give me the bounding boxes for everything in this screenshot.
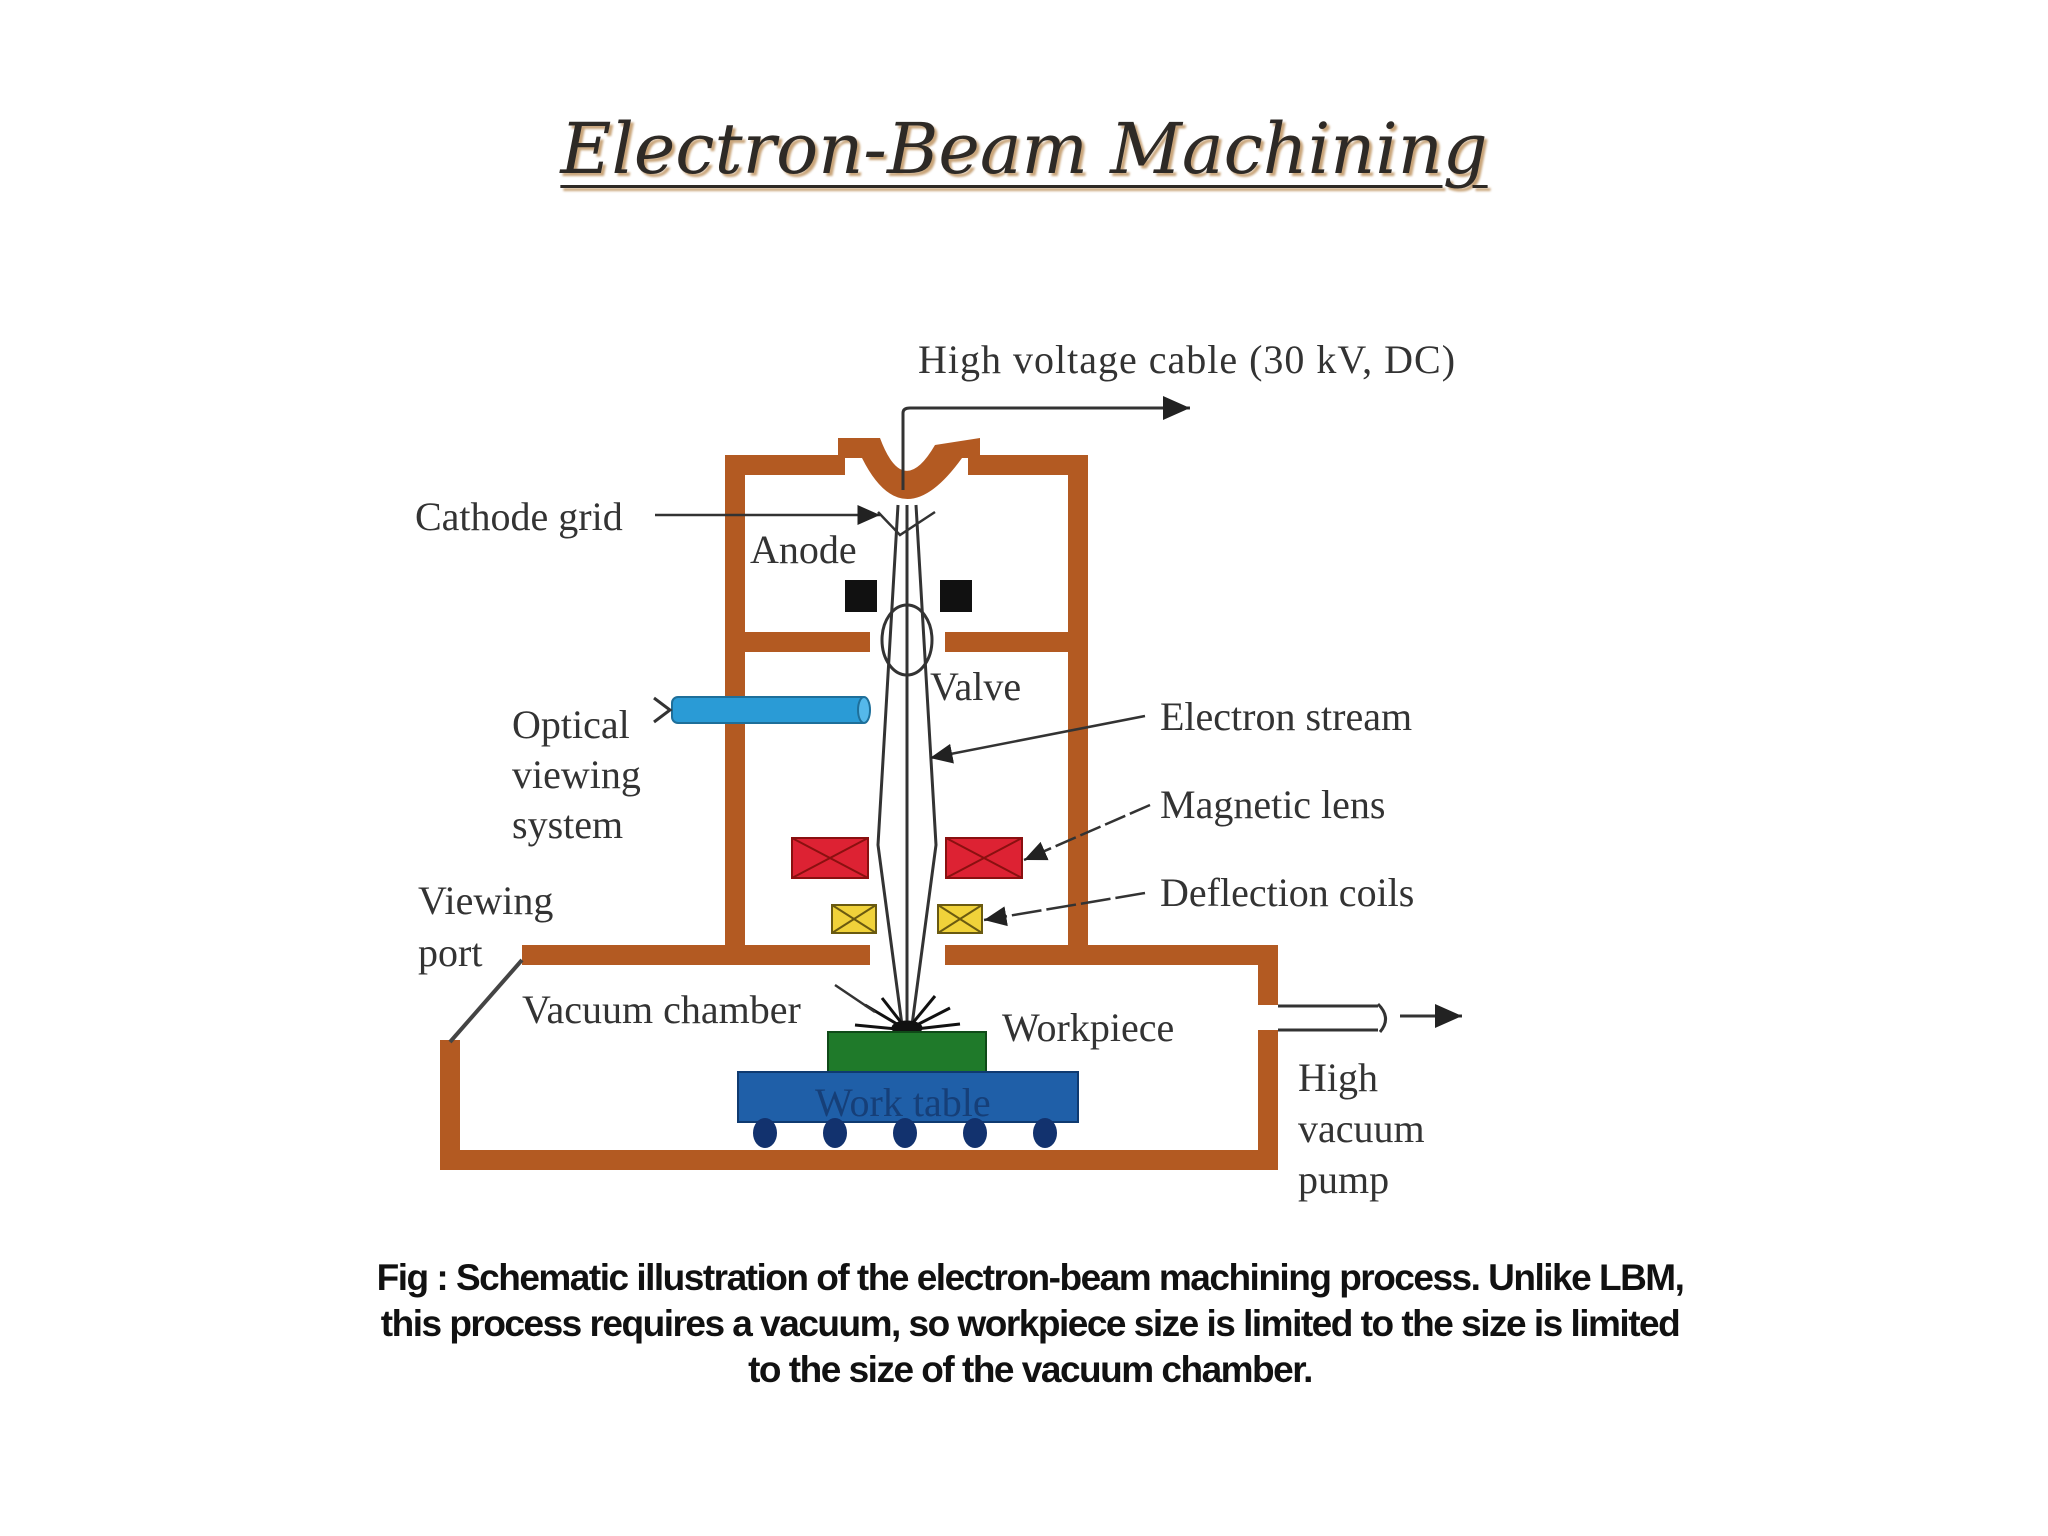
label-viewing-port-line2: port bbox=[418, 930, 483, 975]
pump-outlet bbox=[1278, 1002, 1462, 1033]
label-viewing-port: Viewing port bbox=[418, 875, 553, 979]
label-valve: Valve bbox=[930, 664, 1022, 709]
label-high-vacuum-pump: High vacuum pump bbox=[1298, 1052, 1425, 1205]
caption-line-2: this process requires a vacuum, so workp… bbox=[380, 1303, 1681, 1344]
label-high: High bbox=[1298, 1055, 1378, 1100]
label-work-table: Work table bbox=[815, 1080, 991, 1125]
work-table-rollers bbox=[753, 1118, 1057, 1148]
optical-viewing-tube bbox=[653, 696, 871, 724]
work-table bbox=[737, 1071, 1079, 1123]
label-vacuum-chamber: Vacuum chamber bbox=[522, 987, 801, 1032]
caption-line-3: to the size of the vacuum chamber. bbox=[748, 1349, 1313, 1390]
label-electron-stream: Electron stream bbox=[1160, 694, 1413, 739]
label-vacuum: vacuum bbox=[1298, 1106, 1425, 1151]
label-deflection-coils: Deflection coils bbox=[1160, 870, 1415, 915]
label-optical: Optical bbox=[512, 702, 630, 747]
magnetic-lens bbox=[791, 837, 1023, 879]
label-pump: pump bbox=[1298, 1157, 1390, 1202]
electron-stream bbox=[876, 504, 938, 1026]
anode-right bbox=[940, 580, 972, 612]
label-viewing: viewing bbox=[512, 752, 641, 797]
vacuum-chamber bbox=[440, 945, 1278, 1170]
anode-left bbox=[845, 580, 877, 612]
cathode-cup bbox=[838, 438, 980, 499]
viewing-port-window bbox=[448, 958, 524, 1044]
diagram-title: Electron-Beam Machining bbox=[560, 108, 1488, 190]
label-cathode-grid: Cathode grid bbox=[415, 494, 623, 539]
leader-lines bbox=[655, 505, 1151, 1014]
high-voltage-cable bbox=[901, 396, 1190, 490]
deflection-coils bbox=[831, 904, 983, 934]
label-anode: Anode bbox=[750, 527, 857, 572]
label-workpiece: Workpiece bbox=[1002, 1005, 1175, 1050]
figure-caption: Fig : Schematic illustration of the elec… bbox=[200, 1255, 1860, 1393]
label-viewing-port-line1: Viewing bbox=[418, 878, 554, 923]
label-optical-viewing-system: Optical viewing system bbox=[512, 700, 641, 850]
label-system: system bbox=[512, 802, 624, 847]
caption-line-1: Fig : Schematic illustration of the elec… bbox=[376, 1257, 1685, 1298]
label-high-voltage-cable: High voltage cable (30 kV, DC) bbox=[918, 337, 1457, 382]
workpiece bbox=[827, 1031, 987, 1075]
label-magnetic-lens: Magnetic lens bbox=[1160, 782, 1386, 827]
